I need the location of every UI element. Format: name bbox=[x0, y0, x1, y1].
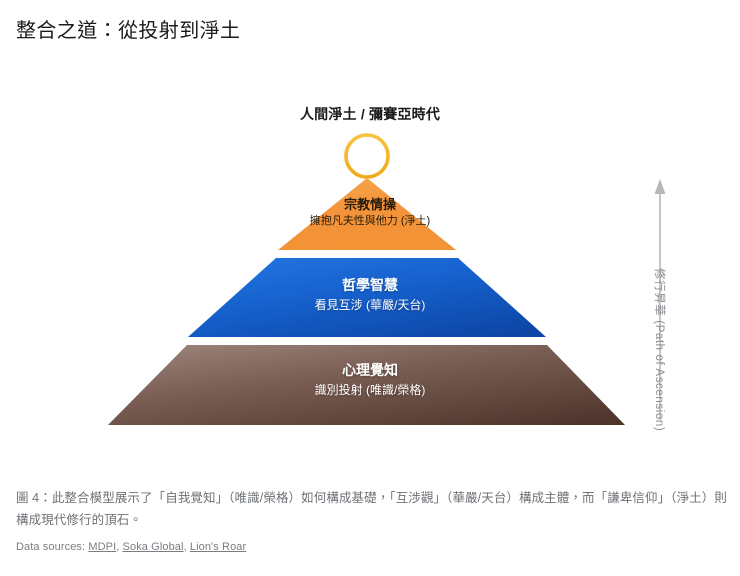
page-title: 整合之道：從投射到淨土 bbox=[16, 20, 241, 42]
source-separator-1: , bbox=[116, 541, 123, 553]
data-sources: Data sources: MDPI, Soka Global, Lion's … bbox=[16, 541, 246, 553]
pyramid-figure: 人間淨土 / 彌賽亞時代 宗教情操 擁抱凡夫性與他力 (淨土) 哲學智慧 看見互… bbox=[0, 72, 740, 472]
source-link-soka-global[interactable]: Soka Global bbox=[122, 541, 184, 553]
tier-shape-psychological-awareness bbox=[108, 345, 625, 425]
tier-shape-philosophical-wisdom bbox=[188, 258, 546, 337]
source-separator-2: , bbox=[183, 541, 190, 553]
data-sources-prefix: Data sources: bbox=[16, 541, 89, 553]
ascension-axis-label: 修行昇華 (Path of Ascension) bbox=[653, 268, 665, 432]
apex-circle-icon bbox=[344, 133, 390, 179]
apex-label: 人間淨土 / 彌賽亞時代 bbox=[299, 106, 441, 122]
tier-shape-religious-sentiment bbox=[278, 178, 456, 250]
source-link-mdpi[interactable]: MDPI bbox=[88, 541, 117, 553]
pyramid-graphic bbox=[108, 133, 666, 425]
figure-caption: 圖 4：此整合模型展示了「自我覺知」（唯識/榮格）如何構成基礎，「互涉觀」（華嚴… bbox=[16, 491, 727, 527]
ascension-arrow-icon bbox=[654, 179, 666, 420]
source-link-lions-roar[interactable]: Lion's Roar bbox=[189, 541, 247, 553]
